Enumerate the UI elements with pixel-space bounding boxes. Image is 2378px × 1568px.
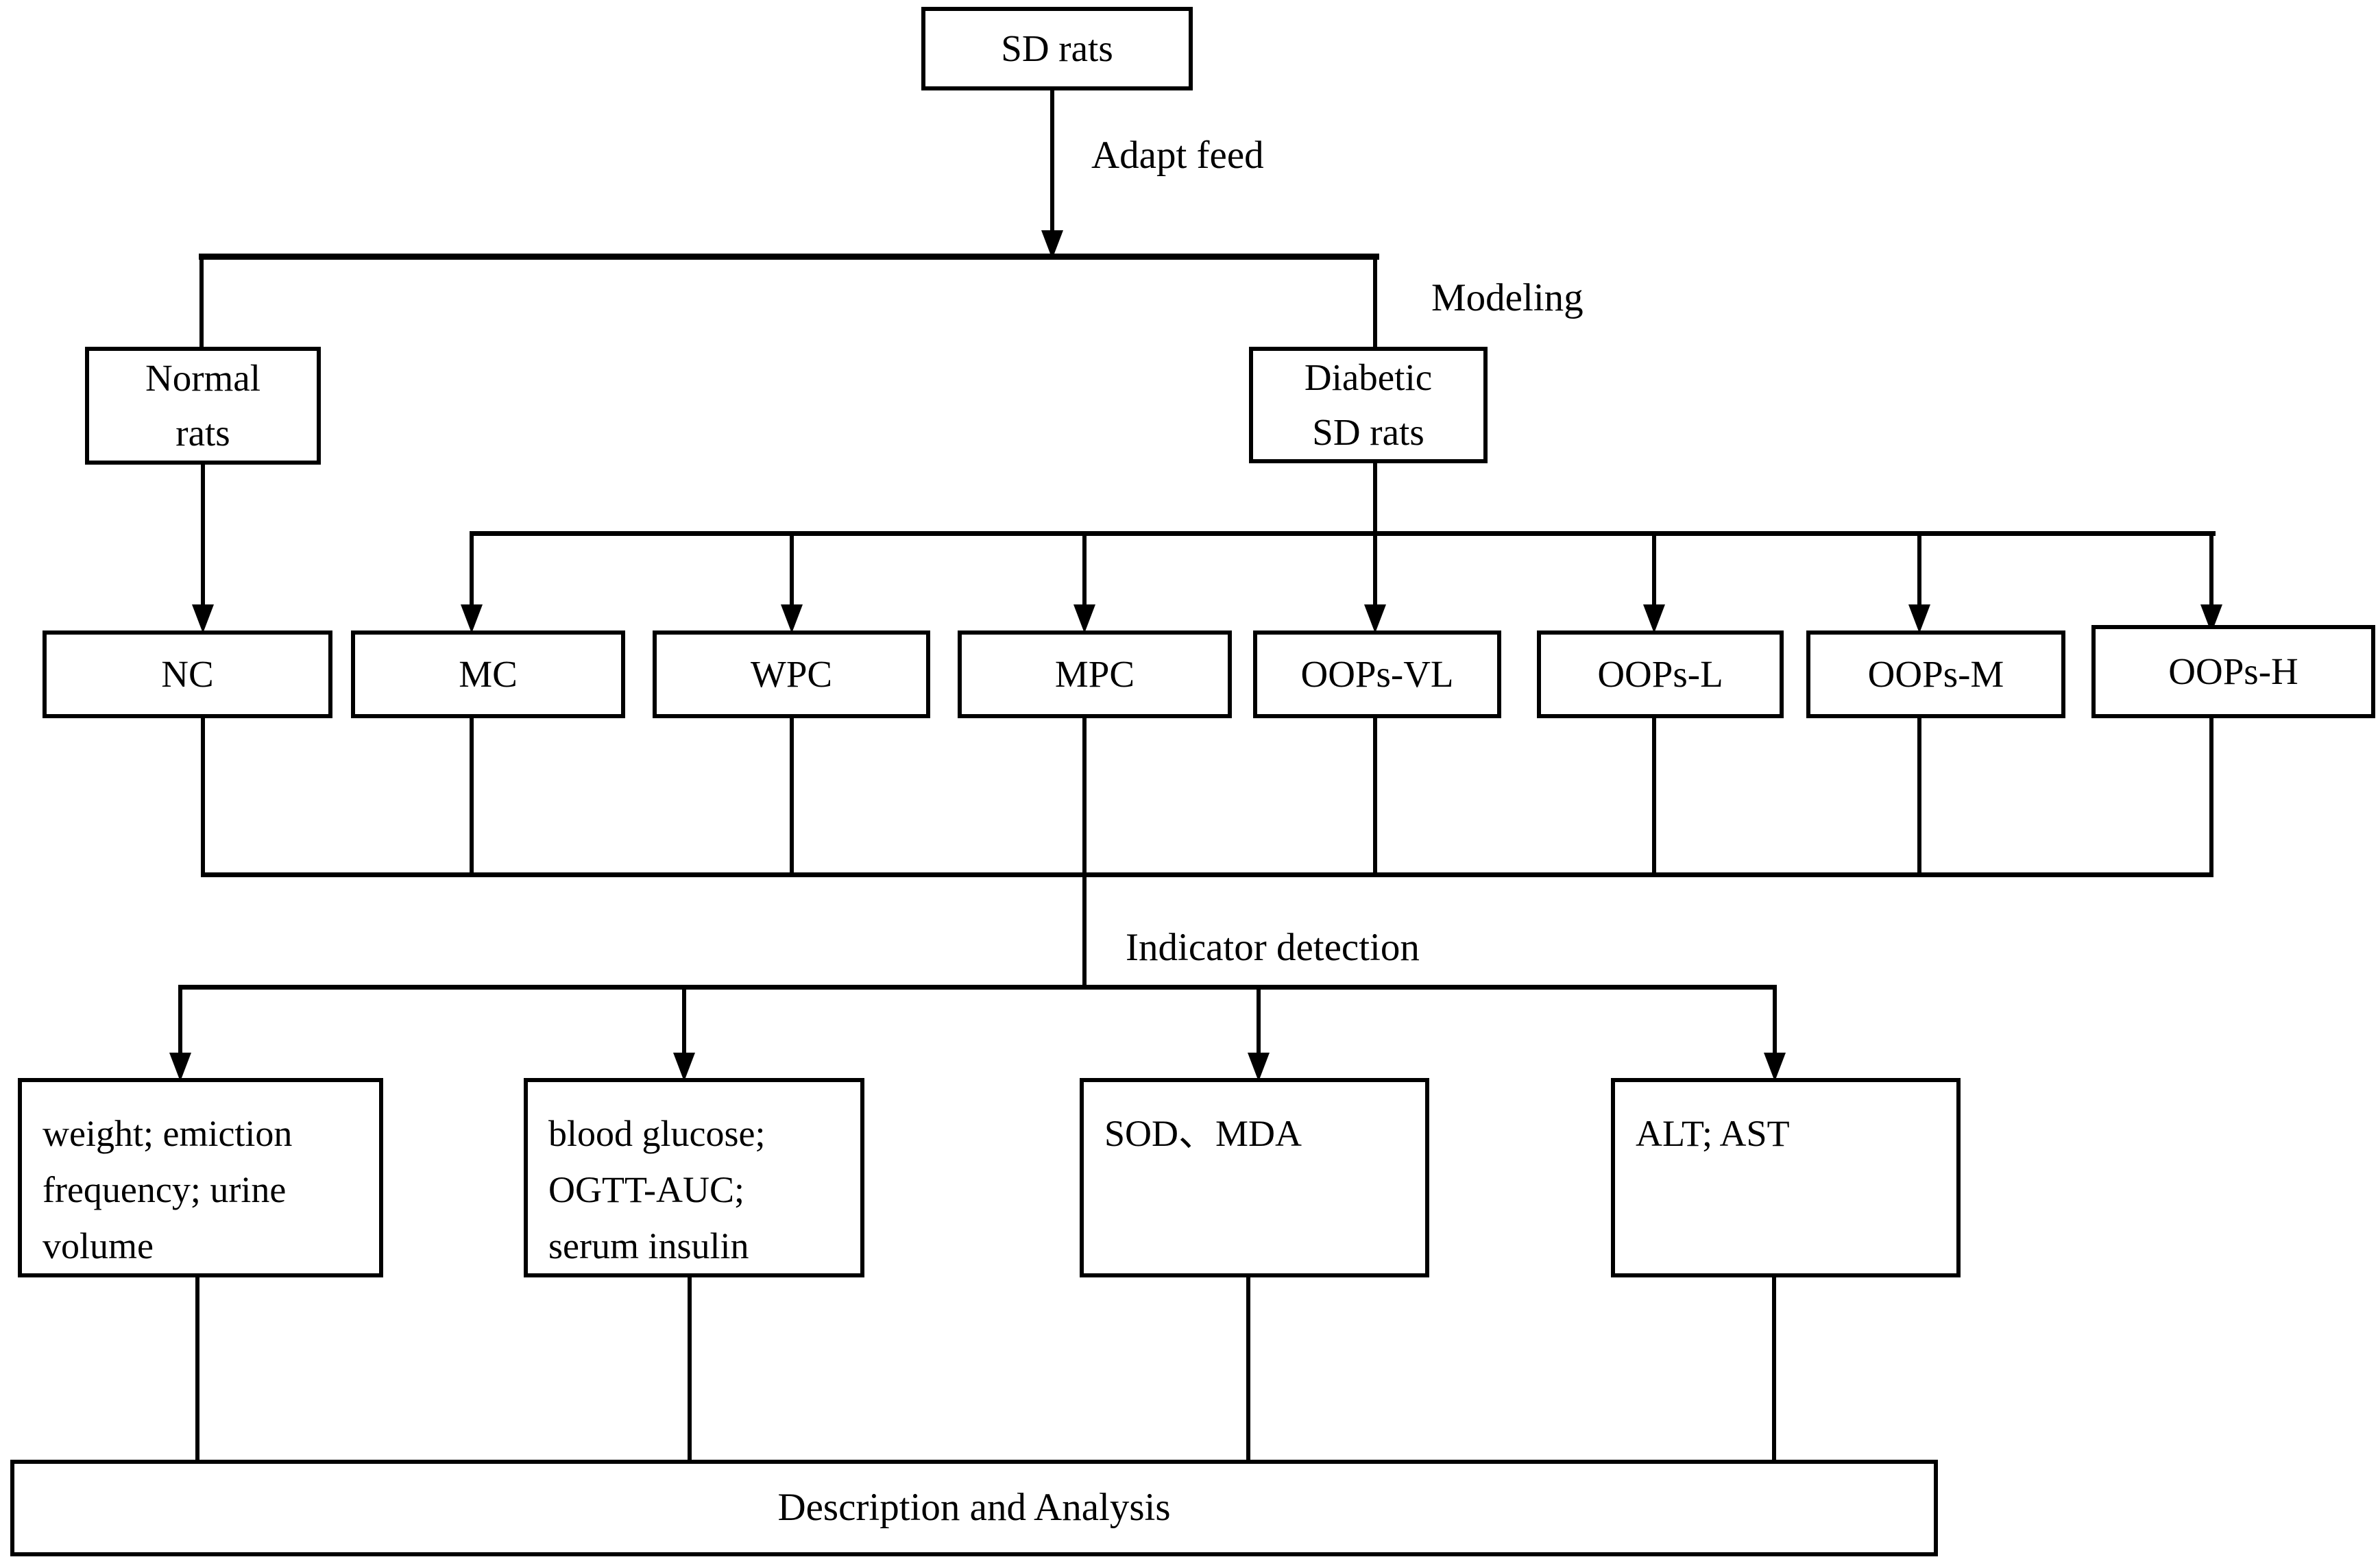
arrowhead-wpc-icon [781,604,803,633]
group-wpc-label: WPC [750,653,833,696]
indicator-alt-line1: ALT; AST [1636,1113,1790,1154]
node-group-mc: MC [351,630,625,718]
group-leg-oopsvl [1373,715,1377,877]
indicator-sod-line1: SOD、MDA [1104,1113,1302,1154]
branch-right-leg [1373,258,1377,348]
group-leg-oopsh [2209,715,2213,877]
indicator-drop-glucose [682,988,686,1053]
group-oopsm-label: OOPs-M [1867,653,2004,696]
description-label: Description and Analysis [777,1486,1171,1530]
node-indicator-weight: weight; emiction frequency; urine volume [18,1078,383,1277]
arrowhead-oopsm-icon [1908,604,1930,633]
label-modeling: Modeling [1431,276,1584,319]
node-indicator-glucose: blood glucose; OGTT-AUC; serum insulin [524,1078,864,1277]
arrowhead-alt-icon [1764,1053,1786,1081]
group-drop-oopsh [2209,533,2213,606]
node-diabetic-line1: Diabetic [1304,356,1433,399]
indicator-distributor-line [178,985,1777,990]
branch-left-leg [199,258,204,348]
group-drop-wpc [790,533,794,606]
indicator-drop-sod [1257,988,1261,1053]
node-description-analysis: Description and Analysis [10,1460,1938,1556]
connector-collector-to-indicators [1082,876,1087,990]
node-indicator-sod-mda: SOD、MDA [1080,1078,1429,1277]
node-diabetic-line2: SD rats [1312,411,1424,453]
indicator-glucose-line3: serum insulin [548,1225,749,1267]
group-leg-oopsl [1652,715,1656,877]
indicator-glucose-line1: blood glucose; [548,1113,766,1154]
indicator-leg-sod [1246,1275,1250,1462]
group-leg-mpc [1082,715,1087,877]
node-group-oops-l: OOPs-L [1537,630,1784,718]
node-group-mpc: MPC [958,630,1232,718]
group-drop-mpc [1082,533,1087,606]
label-indicator-detection: Indicator detection [1126,926,1420,969]
indicator-leg-glucose [688,1275,692,1462]
node-group-oops-m: OOPs-M [1806,630,2065,718]
node-group-oops-vl: OOPs-VL [1253,630,1501,718]
group-drop-oopsl [1652,533,1656,606]
group-distributor-line [470,531,2216,536]
node-group-oops-h: OOPs-H [2091,625,2375,718]
node-group-nc: NC [43,630,332,718]
group-oopsh-label: OOPs-H [2168,650,2298,693]
indicator-drop-weight [178,988,182,1053]
indicator-glucose-line2: OGTT-AUC; [548,1169,745,1211]
group-leg-wpc [790,715,794,877]
arrowhead-oopsl-icon [1643,604,1665,633]
indicator-leg-alt [1772,1275,1776,1462]
group-mpc-label: MPC [1054,653,1135,696]
node-diabetic-sd-rats: Diabetic SD rats [1249,347,1488,463]
group-oopsvl-label: OOPs-VL [1300,653,1454,696]
branch-line [199,254,1379,260]
indicator-drop-alt [1773,988,1777,1053]
group-nc-label: NC [161,653,214,696]
node-sd-rats: SD rats [921,7,1193,90]
node-normal-rats-line2: rats [175,412,230,454]
arrowhead-nc-icon [192,604,214,633]
indicator-leg-weight [195,1275,199,1462]
arrowhead-oopsvl-icon [1364,604,1386,633]
group-drop-mc [470,533,474,606]
connector-sdrats-to-branch [1050,90,1054,233]
arrowhead-weight-icon [169,1053,191,1081]
group-leg-mc [470,715,474,877]
label-adapt-feed: Adapt feed [1091,134,1264,177]
group-leg-oopsm [1917,715,1921,877]
node-group-wpc: WPC [653,630,930,718]
group-drop-oopsm [1917,533,1921,606]
group-leg-nc [201,715,205,877]
node-normal-rats-line1: Normal [145,357,260,400]
indicator-weight-line3: volume [43,1225,154,1267]
group-mc-label: MC [459,653,518,696]
group-oopsl-label: OOPs-L [1597,653,1723,696]
arrowhead-glucose-icon [673,1053,695,1081]
node-sd-rats-label: SD rats [1001,27,1113,70]
node-normal-rats: Normal rats [85,347,321,465]
arrowhead-mpc-icon [1073,604,1095,633]
arrowhead-mc-icon [461,604,483,633]
arrowhead-sod-icon [1248,1053,1270,1081]
collector-line [201,872,2213,877]
connector-normal-to-nc [201,463,205,606]
indicator-weight-line2: frequency; urine [43,1169,287,1211]
node-indicator-alt-ast: ALT; AST [1611,1078,1961,1277]
indicator-weight-line1: weight; emiction [43,1113,293,1154]
